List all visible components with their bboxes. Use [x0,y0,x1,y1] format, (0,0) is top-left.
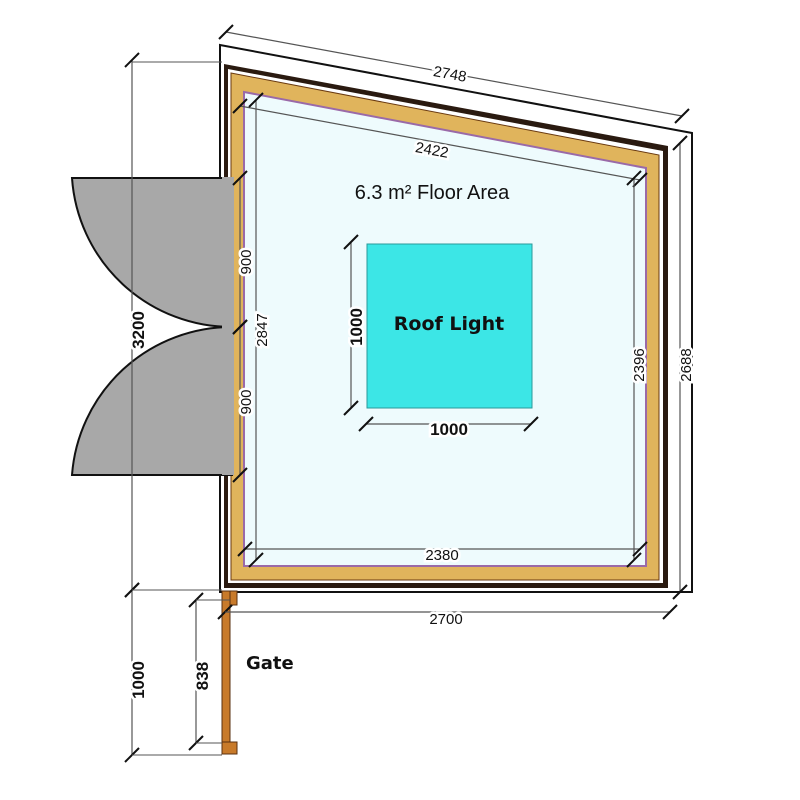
dimension-label: 2748 [432,63,468,86]
dimension-tick [232,98,248,114]
roof-light-label: Roof Light [394,313,504,335]
dimension-label: 900 [238,249,255,274]
dimension-tick [218,24,234,40]
dimension-door-upper: 900 [232,170,258,335]
dimension-tick [672,135,688,151]
dimension-inner-right: 2396 [626,170,651,568]
dimension-tick [626,170,642,186]
gate[interactable] [221,590,238,755]
dimension-tick [232,170,248,186]
dimension-roof-right: 2688 [672,135,698,600]
dimension-overall-left: 3200 [124,52,151,598]
dimension-tick [248,552,264,568]
dimension-label: 2688 [678,348,695,381]
dimension-label: 1000 [430,420,468,439]
dimension-label: 3200 [129,311,148,349]
dimension-tick [343,400,359,416]
dimension-label: 1000 [129,661,148,699]
dimension-inner-left: 2847 [248,92,274,568]
dimension-tick [674,108,690,124]
dimension-tick [632,172,648,188]
dimension-label: 2847 [254,313,271,346]
dimension-label: 2396 [631,348,648,381]
dimension-inner-bottom: 2380 [237,541,648,567]
double-doors[interactable] [70,177,234,476]
dimension-roof-light-width: 1000 [358,416,539,442]
dimension-gate-width: 838 [188,592,215,751]
dimension-line [225,31,683,117]
dimension-gate-run: 1000 [124,582,151,763]
door-leaf-lower[interactable] [70,325,233,476]
dimension-roof-light-height: 1000 [343,234,369,416]
gate-label: Gate [246,653,294,674]
door-leaf-upper[interactable] [70,177,233,329]
floor-area-label: 6.3 m² Floor Area [355,182,510,204]
dimension-tick [232,319,248,335]
dimension-tick [237,541,253,557]
dimension-bottom-outer: 2700 [217,604,678,631]
dimension-line [239,105,641,181]
gate-post-bottom [221,741,238,755]
dimension-tick [248,92,264,108]
dimension-tick [523,416,539,432]
roof-light [366,243,533,409]
dimension-tick [662,604,678,620]
dimension-tick [358,416,374,432]
dimension-label: 2380 [425,547,458,564]
dimension-tick [632,541,648,557]
dimension-label: 838 [193,662,212,690]
dimension-tick [232,467,248,483]
dimension-label: 2700 [429,611,462,628]
dimension-door-lower: 900 [232,319,258,483]
dimension-tick [343,234,359,250]
door-opening [222,177,234,475]
dimension-label: 900 [238,389,255,414]
dimension-tick [626,552,642,568]
dimension-tick [672,584,688,600]
dimension-label: 1000 [347,308,366,346]
dimension-tick [124,52,140,68]
